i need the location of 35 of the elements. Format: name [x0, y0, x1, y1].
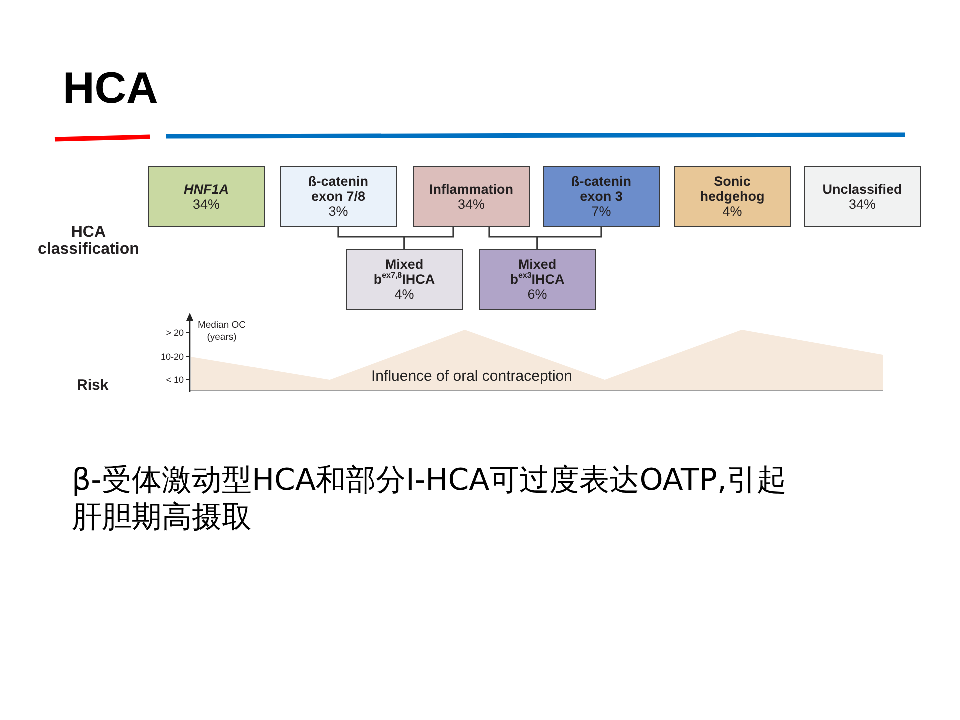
axis-title: Median OC (years) [196, 320, 248, 344]
tick-label: < 10 [166, 374, 184, 386]
subtype-box [804, 166, 921, 227]
subtype-name: ß-catenin exon 7/8 [307, 174, 370, 204]
tick-label: 10-20 [160, 351, 184, 363]
percentage-value: 34% [458, 196, 486, 212]
percentage-value: 4% [394, 287, 414, 302]
subtype-box [543, 166, 660, 227]
percentage-value: 4% [722, 204, 742, 219]
subtype-name: HNF1A [184, 182, 229, 196]
subtype-name: Mixed b$^{ex7,8}$IHCA [372, 257, 436, 287]
row-label: Risk [77, 377, 109, 394]
subtype-box [280, 166, 397, 227]
percentage-value: 3% [328, 204, 348, 219]
connector-line [536, 227, 602, 249]
mixed-subtype-box [346, 249, 463, 310]
chart-annotation: Influence of oral contraception [372, 368, 572, 386]
subtype-box [413, 166, 530, 227]
slide-caption: β-受体激动型HCA和部分I-HCA可过度表达OATP,引起肝胆期高摄取 [72, 462, 788, 536]
percentage-value: 34% [192, 196, 220, 212]
tick-label: > 20 [166, 327, 184, 339]
subtype-name: Unclassified [822, 182, 902, 196]
percentage-value: 34% [848, 196, 876, 212]
subtype-name: ß-catenin exon 3 [570, 174, 632, 204]
slide-title: HCA [63, 63, 158, 115]
mixed-subtype-box [479, 249, 596, 310]
subtype-name: Inflammation [429, 182, 514, 196]
subtype-name: Sonic hedgehog [699, 174, 766, 204]
subtype-box [674, 166, 791, 227]
percentage-value: 6% [528, 287, 548, 302]
subtype-name: Mixed b$^{ex3}$IHCA [509, 257, 566, 287]
row-label: HCA classification [38, 225, 140, 258]
subtype-box [148, 166, 265, 227]
connector-line [404, 227, 454, 249]
percentage-value: 7% [592, 204, 612, 219]
